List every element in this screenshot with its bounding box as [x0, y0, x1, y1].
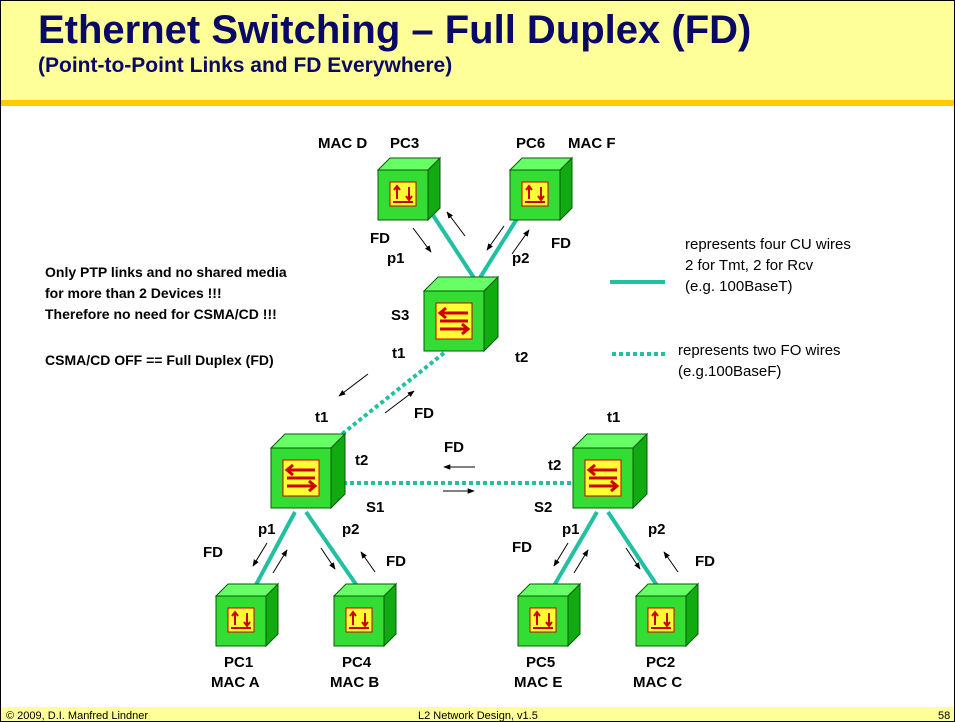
fd-label: FD [414, 405, 434, 422]
fd-label: FD [203, 544, 223, 561]
legend-fo-line-1: represents two FO wires [678, 342, 841, 359]
port-label-p1: p1 [562, 521, 580, 538]
link-s2-pc2 [606, 510, 666, 598]
link-s1-pc1 [248, 511, 297, 597]
pc2-mac-label: MAC C [633, 674, 682, 691]
port-label-p2: p2 [648, 521, 666, 538]
fd-label: FD [512, 539, 532, 556]
pc5-name-label: PC5 [526, 654, 555, 671]
s1-label: S1 [366, 499, 384, 516]
s2-label: S2 [534, 499, 552, 516]
arrow-icon [663, 551, 679, 573]
pc1-icon [215, 583, 279, 647]
bidirectional-arrows-icon [586, 463, 620, 493]
s3-port-t1: t1 [392, 345, 405, 362]
legend-cu-line-1: represents four CU wires [685, 236, 851, 253]
pc3-mac-label: MAC D [318, 135, 367, 152]
switch-s1-icon [270, 433, 346, 509]
fd-label: FD [370, 230, 390, 247]
arrow-icon [338, 373, 369, 397]
link-s2-pc5 [546, 510, 599, 598]
pc5-icon [517, 583, 581, 647]
s2-port-t1: t1 [607, 409, 620, 426]
pc6-mac-label: MAC F [568, 135, 616, 152]
pc4-mac-label: MAC B [330, 674, 379, 691]
s3-port-t2: t2 [515, 349, 528, 366]
s2-port-t2: t2 [548, 457, 561, 474]
arrow-icon [272, 549, 288, 574]
updown-arrows-icon [393, 184, 413, 203]
footer-copyright: © 2009, D.I. Manfred Lindner [6, 710, 149, 722]
header-band [0, 0, 955, 102]
port-label-p2: p2 [342, 521, 360, 538]
arrow-icon [252, 542, 268, 567]
arrow-icon [446, 211, 466, 237]
slide-title: Ethernet Switching – Full Duplex (FD) [38, 8, 752, 52]
arrow-icon [320, 547, 336, 570]
pc5-mac-label: MAC E [514, 674, 562, 691]
updown-arrows-icon [349, 610, 369, 629]
arrow-icon [625, 547, 641, 570]
fd-label: FD [551, 235, 571, 252]
s1-port-t1: t1 [315, 409, 328, 426]
s3-label: S3 [391, 307, 409, 324]
pc4-icon [333, 583, 397, 647]
arrow-icon [573, 549, 589, 574]
switch-s3-icon [423, 276, 499, 352]
bidirectional-arrows-icon [437, 306, 471, 336]
pc4-name-label: PC4 [342, 654, 372, 671]
pc1-mac-label: MAC A [211, 674, 260, 691]
header-rule [0, 100, 955, 106]
arrow-icon [511, 229, 530, 255]
port-label-p1: p1 [258, 521, 276, 538]
slide-subtitle: (Point-to-Point Links and FD Everywhere) [38, 54, 453, 77]
arrow-icon [553, 542, 569, 567]
pc3-name-label: PC3 [390, 135, 419, 152]
switch-s2-icon [572, 433, 648, 509]
fd-label: FD [386, 553, 406, 570]
arrow-icon [384, 390, 415, 414]
arrow-icon [412, 227, 432, 253]
updown-arrows-icon [651, 610, 671, 629]
legend-fo-line-2: (e.g.100BaseF) [678, 363, 782, 380]
note-line-2: for more than 2 Devices !!! [45, 285, 222, 301]
note-line-4: CSMA/CD OFF == Full Duplex (FD) [45, 352, 274, 368]
legend-cu-line-2: 2 for Tmt, 2 for Rcv [685, 257, 814, 274]
pc1-name-label: PC1 [224, 654, 253, 671]
updown-arrows-icon [533, 610, 553, 629]
port-label-p2: p2 [512, 250, 530, 267]
arrow-icon [486, 225, 505, 251]
link-s1-pc4 [304, 510, 366, 598]
updown-arrows-icon [525, 184, 545, 203]
footer-band [0, 707, 955, 722]
updown-arrows-icon [231, 610, 251, 629]
note-line-3: Therefore no need for CSMA/CD !!! [45, 306, 277, 322]
s1-port-t2: t2 [355, 452, 368, 469]
link-s3-s1 [340, 351, 446, 436]
page-number: 58 [938, 710, 951, 722]
link-pc3-s3 [425, 204, 480, 286]
bidirectional-arrows-icon [284, 463, 318, 493]
footer-course: L2 Network Design, v1.5 [418, 710, 538, 722]
pc2-icon [635, 583, 699, 647]
port-label-p1: p1 [387, 250, 405, 267]
pc3-icon [377, 157, 441, 221]
arrow-icon [360, 551, 376, 573]
pc6-name-label: PC6 [516, 135, 545, 152]
pc2-name-label: PC2 [646, 654, 675, 671]
fd-label: FD [695, 553, 715, 570]
note-line-1: Only PTP links and no shared media [45, 264, 287, 280]
legend-cu-line-3: (e.g. 100BaseT) [685, 278, 793, 295]
fd-label: FD [444, 439, 464, 456]
pc6-icon [509, 157, 573, 221]
